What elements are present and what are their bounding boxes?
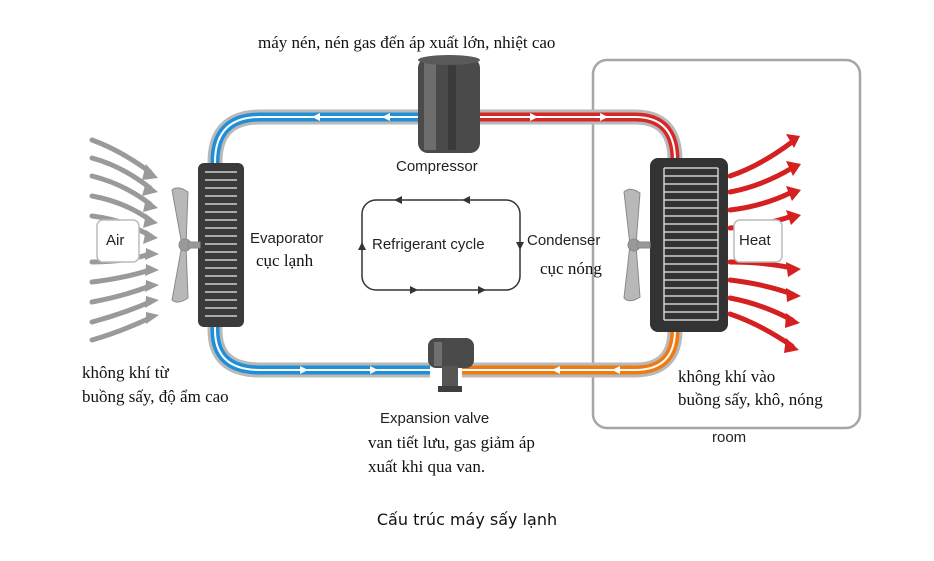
room-outline: [591, 58, 862, 430]
compressor: [418, 55, 480, 153]
refrigerant-cycle-label: Refrigerant cycle: [372, 236, 485, 253]
condenser-coil: [650, 158, 728, 332]
refrigerant-pipe: [207, 109, 683, 378]
cycle-arrows: [358, 196, 524, 294]
evaporator-vn-label: cục lạnh: [256, 251, 314, 270]
valve-note-line2: xuất khi qua van.: [368, 457, 486, 476]
heat-box: [733, 219, 783, 263]
condenser-fan-icon: [623, 188, 651, 302]
incoming-air-arrowheads: [142, 164, 159, 324]
evaporator-coil: [198, 163, 244, 327]
compressor-label: Compressor: [396, 158, 478, 175]
compressor-note: máy nén, nén gas đến áp xuất lớn, nhiệt …: [258, 33, 556, 52]
condenser-vn-label: cục nóng: [540, 259, 602, 278]
figure-caption: Cấu trúc máy sấy lạnh: [376, 510, 558, 529]
heat-label: Heat: [739, 232, 771, 249]
flow-arrows: [300, 113, 620, 374]
evaporator-label: Evaporator: [250, 230, 324, 247]
intake-note-line1: không khí từ: [82, 363, 169, 382]
heat-arrowheads: [784, 134, 801, 353]
air-label: Air: [106, 232, 125, 249]
air-box: [96, 219, 140, 263]
intake-note-line2: buồng sấy, độ ẩm cao: [82, 387, 229, 406]
expansion-valve: [428, 338, 474, 392]
evaporator-fan-icon: [171, 187, 201, 303]
output-note-line1: không khí vào: [678, 367, 776, 386]
expansion-valve-label: Expansion valve: [380, 410, 490, 427]
condenser-label: Condenser: [527, 232, 601, 249]
room-label: room: [712, 429, 747, 446]
valve-note-line1: van tiết lưu, gas giảm áp: [368, 433, 535, 452]
output-note-line2: buồng sấy, khô, nóng: [678, 390, 823, 409]
